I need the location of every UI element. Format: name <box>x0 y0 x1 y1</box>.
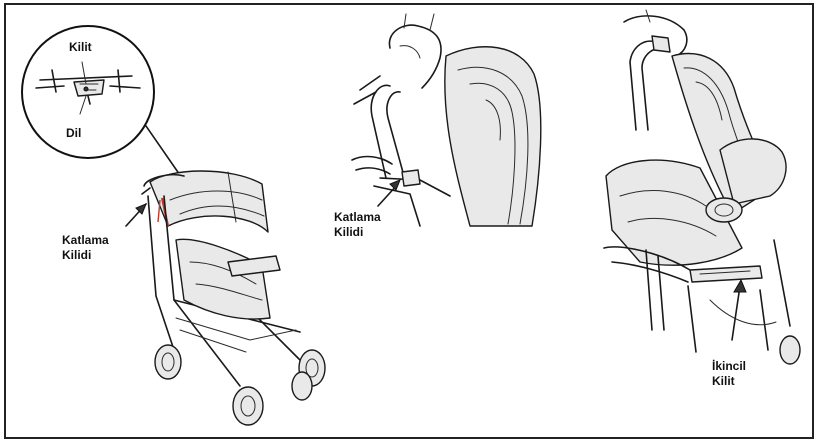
magnifier-detail <box>22 26 182 178</box>
wheel-rear-left <box>155 345 181 379</box>
wheel-front-right <box>292 372 312 400</box>
label-katlama-kilidi-middle: Katlama Kilidi <box>334 210 381 240</box>
hands-folding <box>352 14 541 226</box>
label-katlama-kilidi-left: Katlama Kilidi <box>62 233 109 263</box>
label-dil: Dil <box>66 126 81 141</box>
label-kilit: Kilit <box>69 40 92 55</box>
stroller-folded <box>604 10 800 364</box>
stroller-open <box>126 171 325 425</box>
label-ikincil-kilit: İkincil Kilit <box>712 359 746 389</box>
wheel-front-left <box>233 387 263 425</box>
